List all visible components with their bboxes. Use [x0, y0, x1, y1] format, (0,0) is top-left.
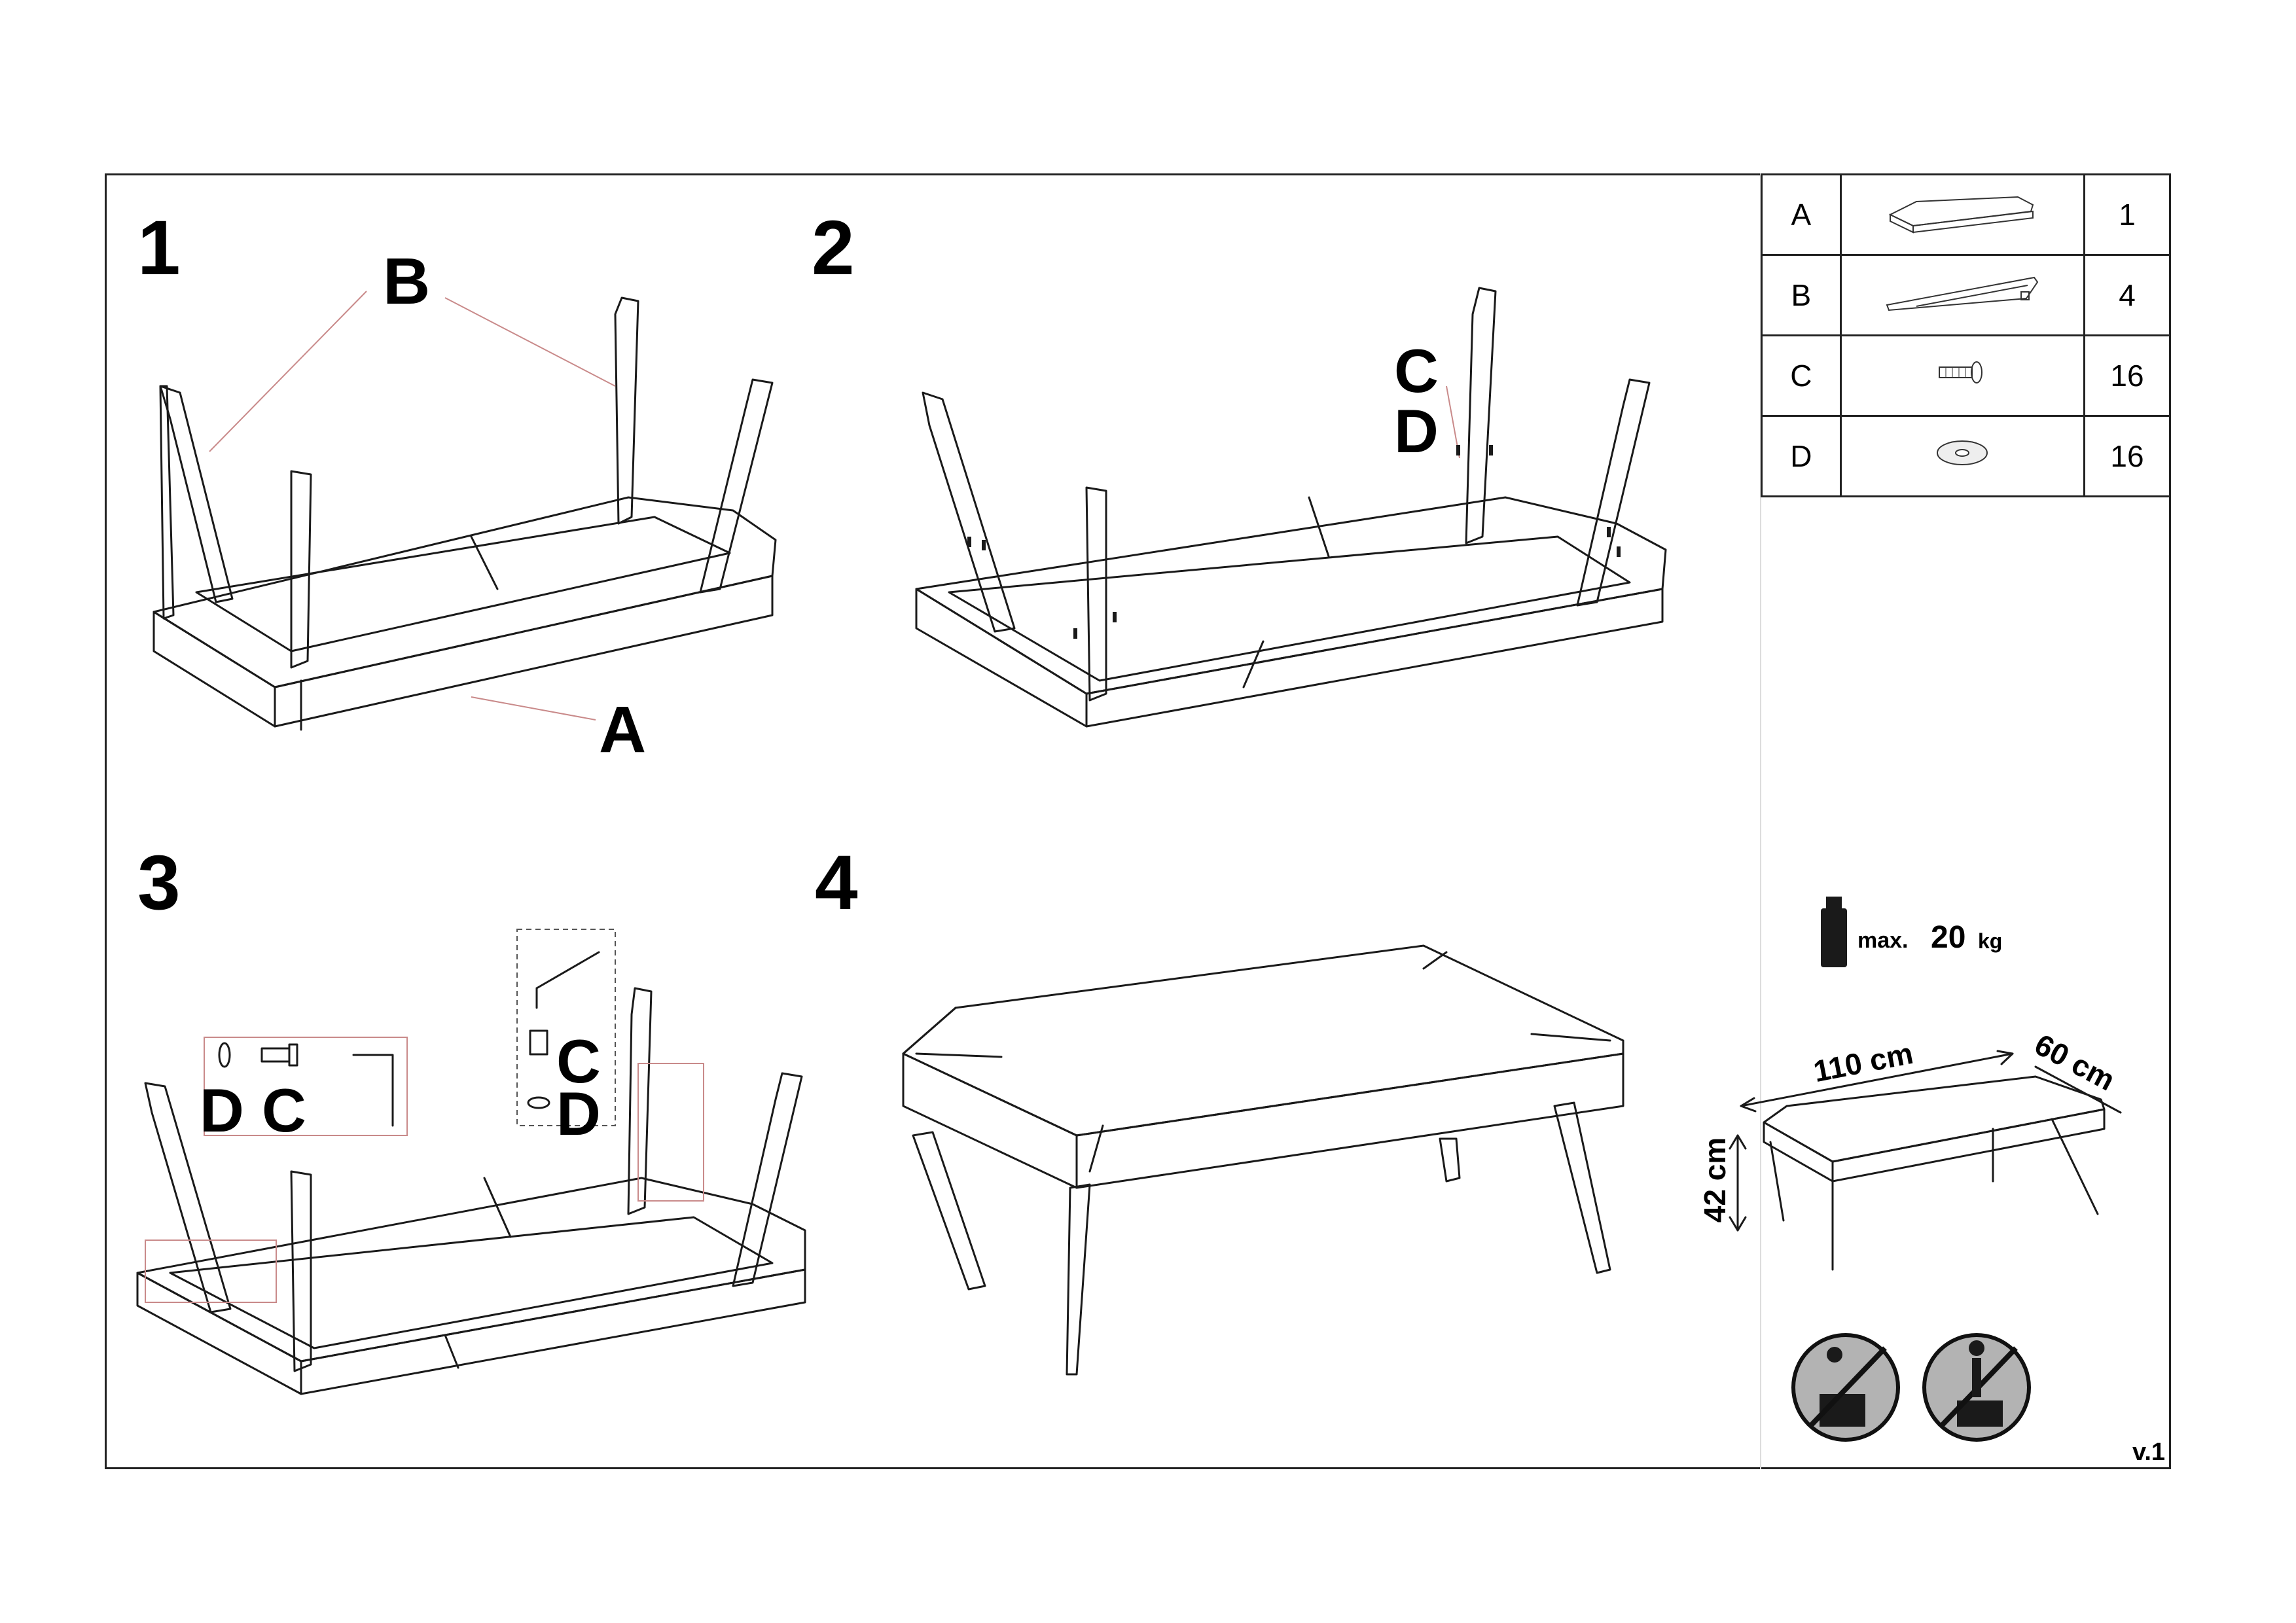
- part-qty: 16: [2083, 415, 2172, 497]
- max-load-prefix: max.: [1857, 928, 1909, 953]
- step3-callout-screw: C: [262, 1076, 306, 1145]
- step3-illustration: [136, 929, 806, 1395]
- screw-icon: [1939, 361, 1983, 383]
- dimension-sketch: [1729, 1050, 2122, 1271]
- part-letter: B: [1761, 254, 1842, 336]
- parts-row-b: B 4: [1761, 254, 2172, 336]
- step1-illustration: [152, 291, 777, 731]
- step3-detail-screw: C: [556, 1027, 601, 1096]
- part-qty: 4: [2083, 254, 2172, 336]
- part-letter: A: [1761, 173, 1842, 256]
- step1-callout-frame: A: [599, 693, 647, 766]
- part-qty: 16: [2083, 334, 2172, 417]
- step3-callout-washer: D: [200, 1076, 244, 1145]
- parts-row-c: C 16: [1761, 334, 2172, 417]
- step-number-2: 2: [812, 205, 855, 291]
- version-label: v.1: [2132, 1438, 2166, 1466]
- part-letter: D: [1761, 415, 1842, 497]
- parts-list-table: A 1 B 4 C: [1761, 173, 2172, 497]
- leg-bracket-icon: [1886, 276, 2039, 311]
- tabletop-frame-icon: [1889, 196, 2034, 234]
- step-number-1: 1: [137, 205, 181, 291]
- dimension-height: 42 cm: [1698, 1137, 1732, 1223]
- max-load-unit: kg: [1978, 929, 2003, 953]
- step-number-3: 3: [137, 840, 181, 926]
- no-standing-icon: [1922, 1333, 2031, 1442]
- step2-callout-washer: D: [1394, 397, 1439, 465]
- step2-illustration: [915, 287, 1667, 728]
- part-letter: C: [1761, 334, 1842, 417]
- step3-detail-washer: D: [556, 1079, 601, 1148]
- parts-row-d: D 16: [1761, 415, 2172, 497]
- parts-row-a: A 1: [1761, 173, 2172, 256]
- no-climbing-icon: [1791, 1333, 1900, 1442]
- step2-callout-screw: C: [1394, 336, 1439, 405]
- max-load-value: 20: [1931, 920, 1966, 955]
- step1-callout-legs: B: [383, 245, 431, 318]
- step-number-4: 4: [815, 840, 858, 926]
- part-qty: 1: [2083, 173, 2172, 256]
- step4-illustration: [902, 944, 1624, 1376]
- washer-icon: [1937, 440, 1988, 465]
- weight-icon: [1821, 897, 1847, 967]
- sheet-border: [105, 173, 2171, 1469]
